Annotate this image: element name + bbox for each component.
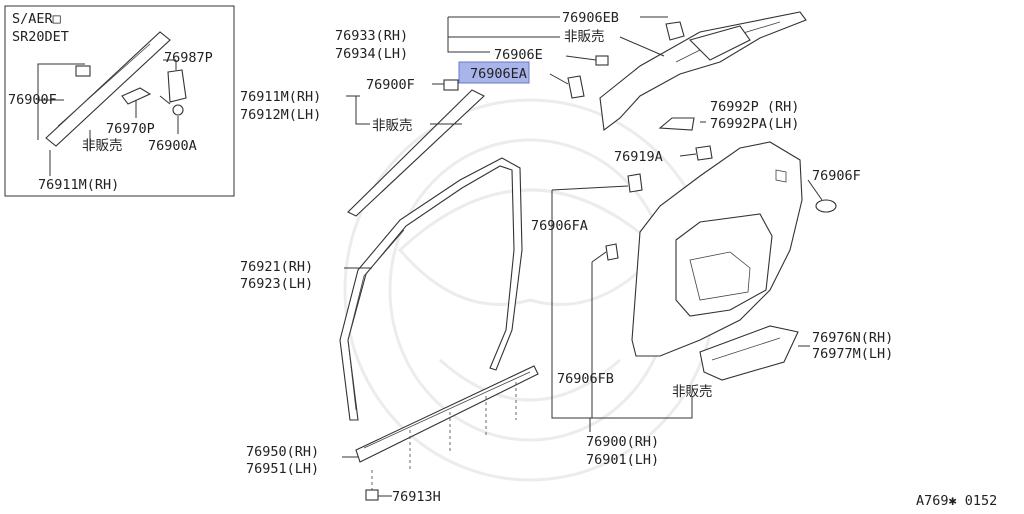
inset-clip (75, 65, 91, 77)
bracket-76992P (658, 117, 695, 131)
inset-title-1: S/AER□ (12, 11, 61, 27)
label-not-sold-1: 非販売 (564, 29, 605, 45)
label-76933: 76933(RH) (335, 28, 408, 44)
inset-label-76900A: 76900A (148, 138, 197, 154)
label-76951: 76951(LH) (246, 461, 319, 477)
inset-title-2: SR20DET (12, 29, 69, 45)
screw-76919A (695, 145, 713, 161)
label-76906EB: 76906EB (562, 10, 619, 26)
label-76977M: 76977M(LH) (812, 346, 893, 362)
upper-pillar-trim (599, 11, 807, 132)
inset-panel: S/AER□ SR20DET 76987P 76900F 76970P 非販売 … (4, 5, 235, 197)
label-76919A: 76919A (614, 149, 663, 165)
inset-molding (45, 31, 171, 147)
label-76992PA: 76992PA(LH) (710, 116, 799, 132)
inset-bracket (167, 69, 187, 103)
inset-retainer (121, 87, 152, 105)
label-76901: 76901(LH) (586, 452, 659, 468)
label-76934: 76934(LH) (335, 46, 408, 62)
diagram-code: A769✱ 0152 (916, 493, 997, 509)
clip-76906EA (567, 75, 585, 99)
clip-76906FA (627, 173, 643, 193)
label-76900: 76900(RH) (586, 434, 659, 450)
label-76912M: 76912M(LH) (240, 107, 321, 123)
label-76992P: 76992P (RH) (710, 99, 799, 115)
label-not-sold-2: 非販売 (372, 118, 413, 134)
clip-76900F (443, 79, 459, 91)
highlight-76906EA (458, 61, 530, 84)
label-76923: 76923(LH) (240, 276, 313, 292)
clip-76906EB (665, 21, 685, 41)
label-76900F: 76900F (366, 77, 415, 93)
clip-76913H (365, 489, 379, 501)
label-76906EA: 76906EA (470, 66, 527, 82)
clip-76906F (815, 199, 837, 213)
label-not-sold-3: 非販売 (672, 384, 713, 400)
label-76913H: 76913H (392, 489, 441, 505)
label-76976N: 76976N(RH) (812, 330, 893, 346)
sill-kicking-plate (355, 365, 539, 463)
label-76906FB: 76906FB (557, 371, 614, 387)
clip-76906E (595, 55, 609, 66)
label-76906FA: 76906FA (531, 218, 588, 234)
front-pillar-molding (347, 89, 485, 217)
label-76921: 76921(RH) (240, 259, 313, 275)
label-76906F: 76906F (812, 168, 861, 184)
inset-screw (172, 104, 184, 116)
clip-76906FB (605, 243, 619, 261)
inset-label-76987P: 76987P (164, 50, 213, 66)
inset-label-76970P: 76970P (106, 121, 155, 137)
inset-label-not-sold: 非販売 (82, 138, 123, 154)
pillar-trim-insert (688, 25, 751, 61)
label-76911M: 76911M(RH) (240, 89, 321, 105)
label-76906E: 76906E (494, 47, 543, 63)
label-76950: 76950(RH) (246, 444, 319, 460)
inset-label-76900F: 76900F (8, 92, 57, 108)
side-cover-76976N (699, 325, 799, 381)
inset-label-76911M: 76911M(RH) (38, 177, 119, 193)
